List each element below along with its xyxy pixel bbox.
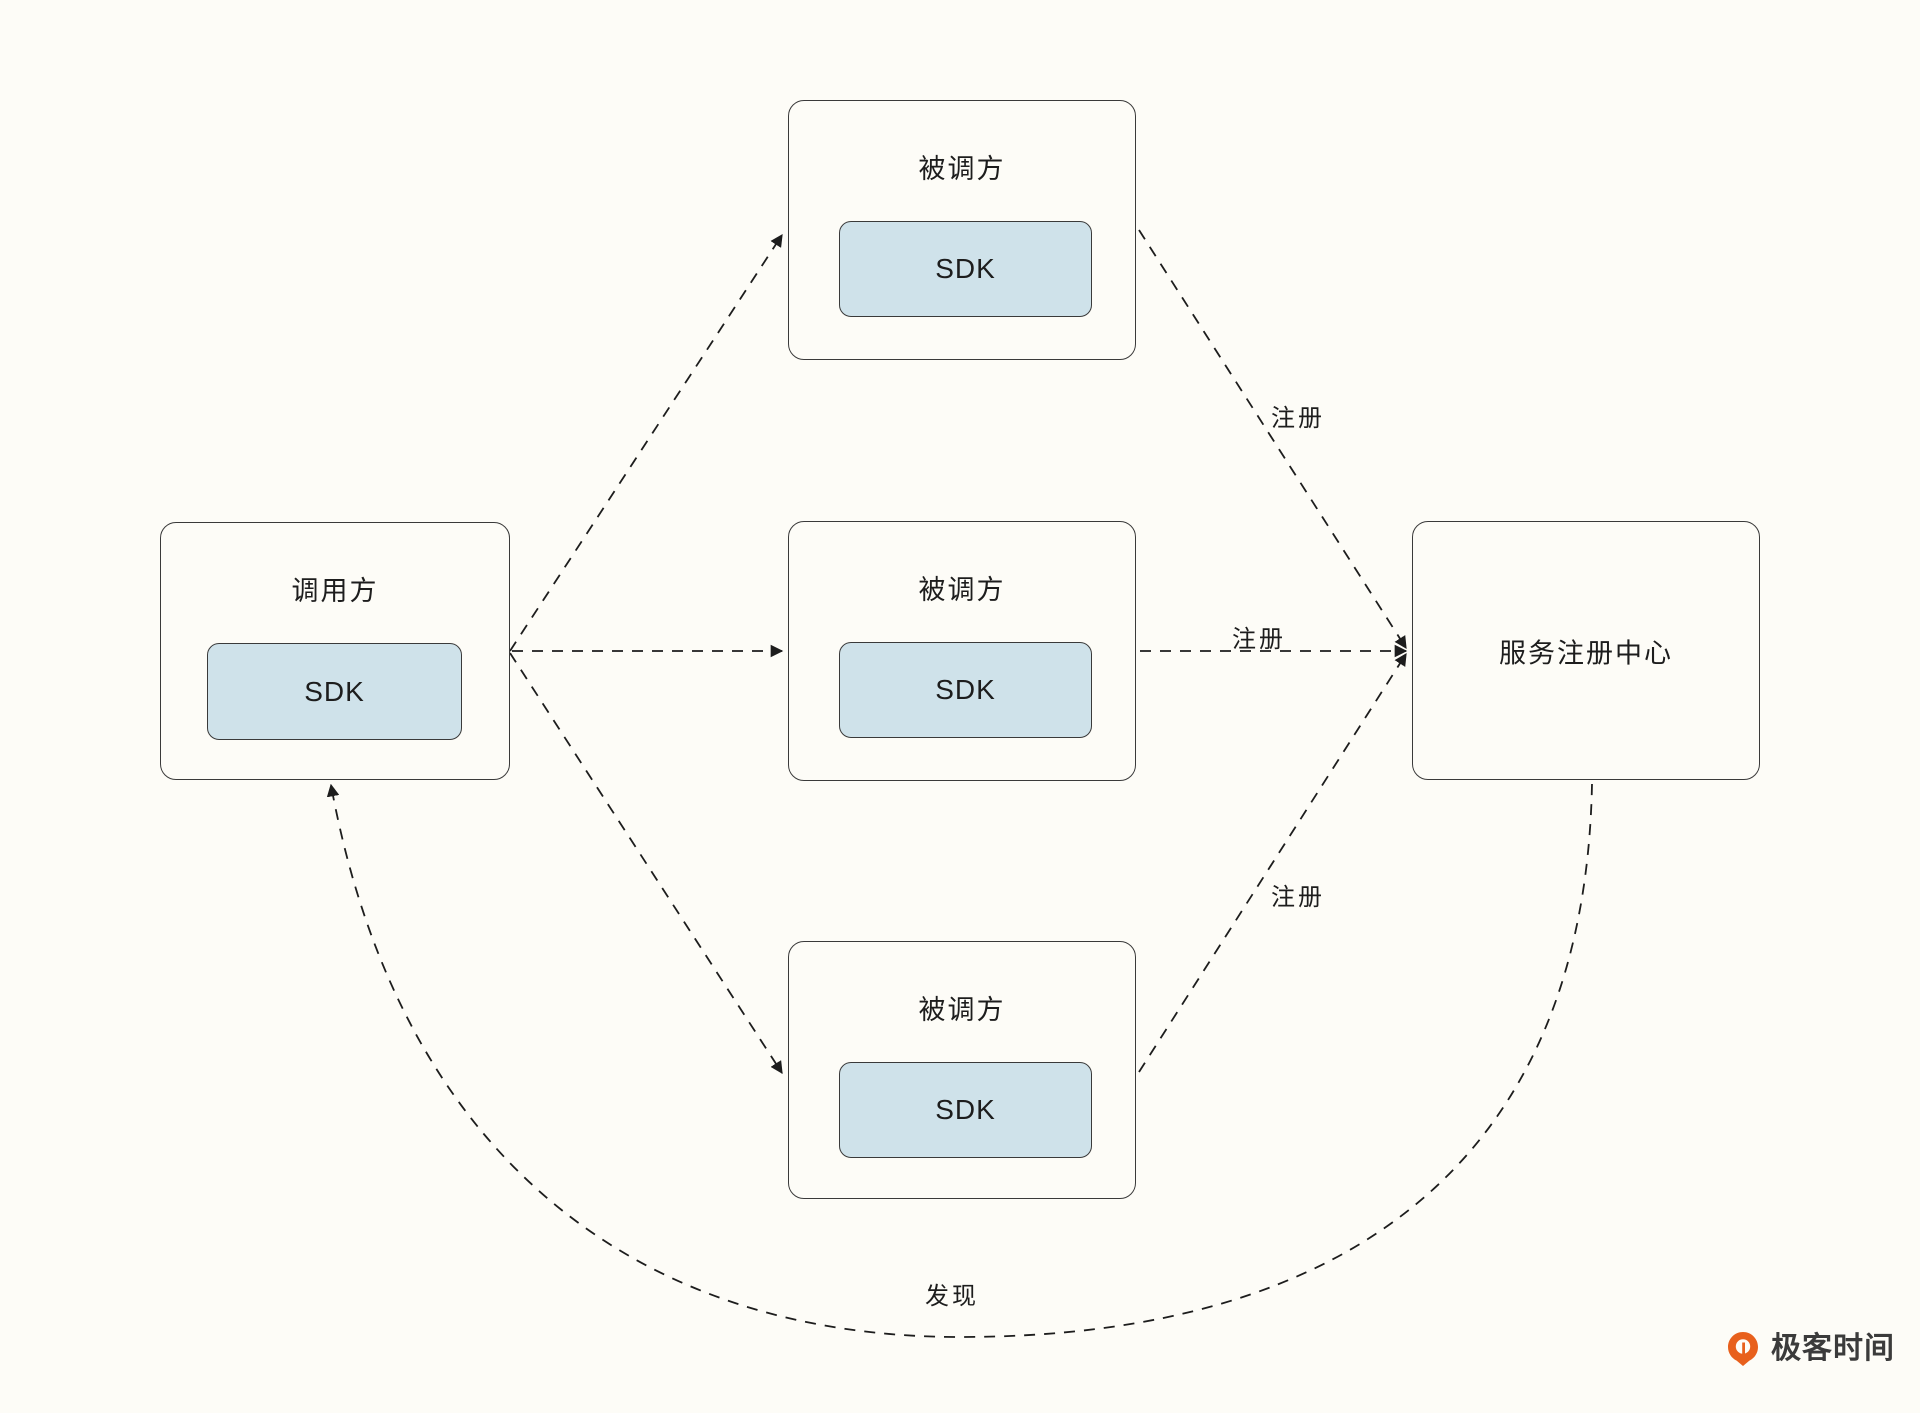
- node-callee-2[interactable]: 被调方 SDK: [788, 521, 1136, 781]
- edge-label-register-top: 注册: [1271, 405, 1325, 432]
- node-callee-2-title: 被调方: [918, 575, 1006, 605]
- edge-caller-to-callee-1: [509, 233, 783, 652]
- node-callee-3[interactable]: 被调方 SDK: [788, 941, 1136, 1199]
- node-service-registry[interactable]: 服务注册中心: [1412, 521, 1760, 780]
- watermark-brand-text: 极客时间: [1771, 1332, 1895, 1365]
- edge-callee-1-to-registry: [1138, 229, 1407, 650]
- node-caller[interactable]: 调用方 SDK: [160, 522, 510, 780]
- edge-caller-to-callee-3: [509, 652, 783, 1075]
- geektime-logo-icon: [1724, 1330, 1762, 1368]
- node-callee-3-title: 被调方: [918, 995, 1006, 1025]
- node-caller-title: 调用方: [291, 576, 379, 606]
- watermark-logo: 极客时间: [1724, 1330, 1895, 1368]
- edge-callee-3-to-registry: [1138, 652, 1407, 1073]
- edge-label-register-bottom: 注册: [1271, 884, 1325, 911]
- edge-label-discover: 发现: [925, 1283, 979, 1310]
- node-callee-1-sdk[interactable]: SDK: [839, 221, 1092, 317]
- node-callee-3-sdk[interactable]: SDK: [839, 1062, 1092, 1158]
- node-callee-1[interactable]: 被调方 SDK: [788, 100, 1136, 360]
- node-service-registry-title: 服务注册中心: [1499, 638, 1673, 668]
- node-callee-2-sdk[interactable]: SDK: [839, 642, 1092, 738]
- edge-label-register-middle: 注册: [1232, 626, 1286, 653]
- node-callee-1-title: 被调方: [918, 154, 1006, 184]
- node-caller-sdk[interactable]: SDK: [207, 643, 462, 740]
